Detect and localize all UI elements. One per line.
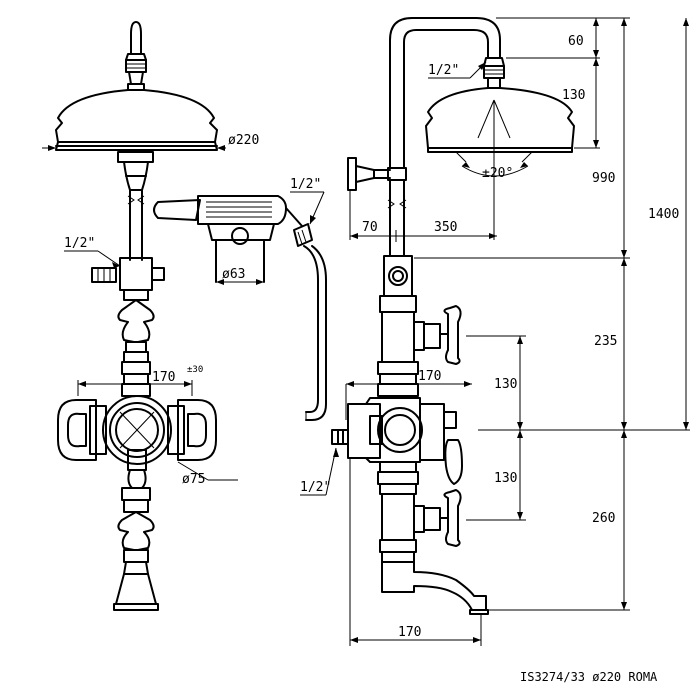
head-diameter-label: ø220 [228, 133, 259, 148]
head-height-label: 130 [562, 88, 585, 103]
shower-head-front [55, 89, 218, 143]
holder-diameter-label: ø63 [222, 267, 245, 282]
riser-front [129, 209, 143, 261]
mixer-tolerance-label: ±30 [187, 365, 203, 375]
thread-hand-label: 1/2" [290, 177, 321, 192]
mixer-offset-label: 235 [594, 334, 617, 349]
top-finial [130, 21, 142, 55]
upper-cross-handle-front [117, 299, 155, 343]
left-inlet [91, 267, 117, 283]
thread-left-label: 1/2" [64, 236, 95, 251]
lower-cross-handle-front [117, 511, 155, 551]
thread-inlet-label: 1/2" [300, 480, 331, 495]
product-code-caption: IS3274/33 ø220 ROMA [520, 670, 658, 684]
shower-head-side [425, 87, 575, 149]
upper-valve-handle-side [443, 305, 462, 365]
spout-length-label: 170 [398, 625, 421, 640]
thermostatic-mixer-side [331, 397, 463, 485]
bath-spout-side [381, 561, 487, 611]
lower-valve-handle-side [443, 489, 462, 547]
side-view: 1/2" ±20° 70 350 [300, 17, 690, 646]
riser-height-label: 990 [592, 171, 615, 186]
thread-head-label: 1/2" [428, 63, 459, 78]
thermostat-lever-side [444, 439, 463, 485]
mixer-depth-label: 170 [418, 369, 441, 384]
total-height-label: 1400 [648, 207, 679, 222]
shower-hose [303, 245, 319, 413]
wall-bracket-side [347, 157, 357, 191]
spout-height-label: 260 [592, 511, 615, 526]
front-view: ø220 1/2" 170 ±30 [42, 21, 327, 611]
spray-angle-label: ±20° [482, 166, 513, 181]
handle-diameter-label: ø75 [182, 472, 205, 487]
hand-shower [153, 195, 313, 283]
mixer-width-label: 170 [152, 370, 175, 385]
lower-valve-spacing-label: 130 [494, 471, 517, 486]
shower-arm [389, 17, 501, 169]
arm-length-label: 350 [434, 220, 457, 235]
upper-valve-spacing-label: 130 [494, 377, 517, 392]
wall-distance-label: 70 [362, 220, 378, 235]
spout-front [123, 561, 149, 575]
top-height-label: 60 [568, 34, 584, 49]
